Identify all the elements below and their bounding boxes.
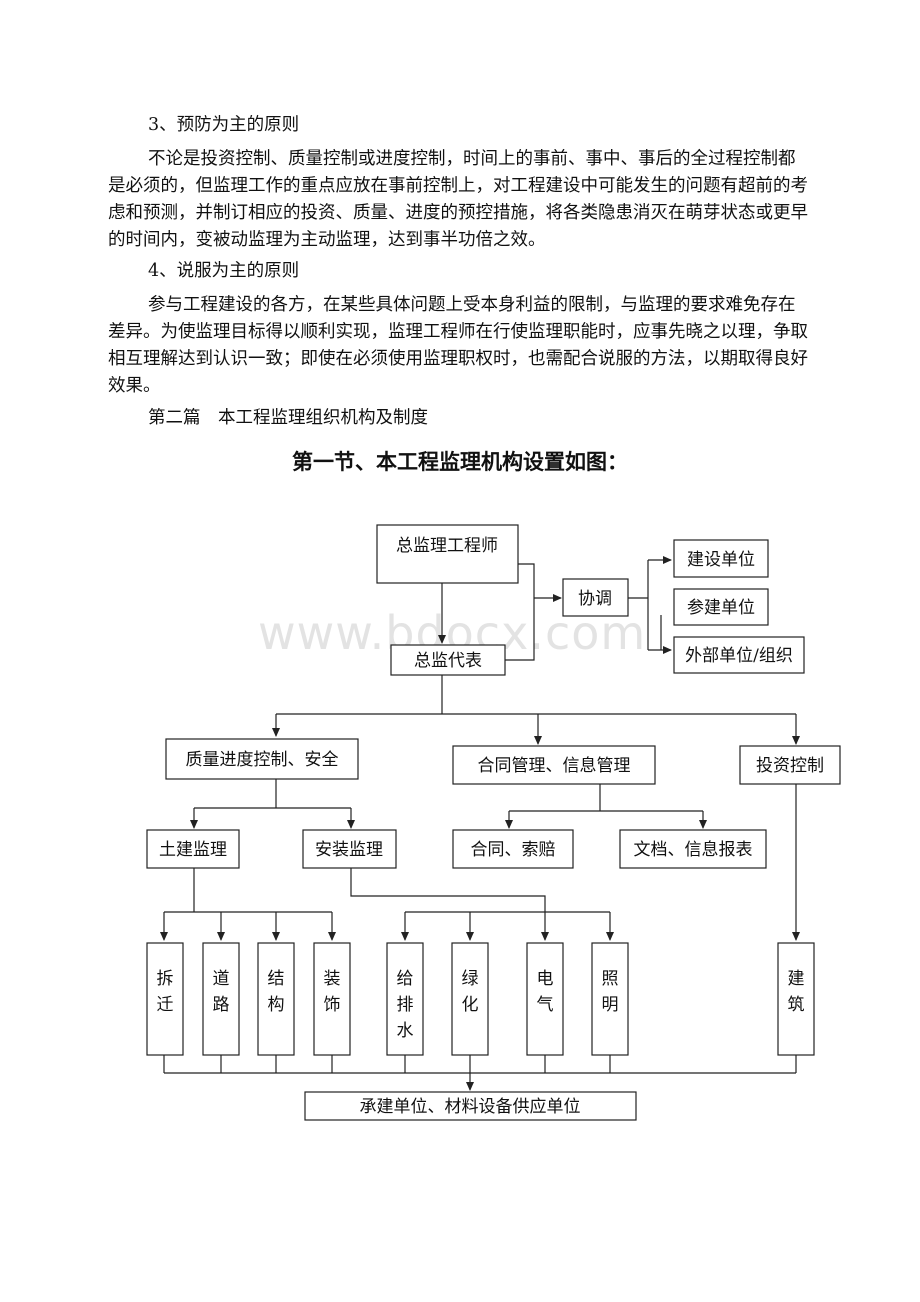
node-coordinate: 协调 [562,578,629,617]
node-building: 建 筑 [777,942,815,1056]
node-contract-claim: 合同、索赔 [452,829,574,869]
node-chief: 总监理工程师 [376,524,519,584]
node-investment-label: 投资控制 [756,756,824,776]
node-contract-info: 合同管理、信息管理 [452,745,656,785]
node-civil-label: 土建监理 [159,840,227,860]
node-investment: 投资控制 [739,745,841,785]
principle-4-body: 参与工程建设的各方，在某些具体问题上受本身利益的限制，与监理的要求难免存在差异。… [108,295,808,396]
v-char: 迁 [157,995,174,1015]
v-char: 明 [602,995,619,1015]
v-char: 构 [268,995,285,1015]
node-owner: 建设单位 [673,539,769,578]
v-char: 水 [397,1021,414,1041]
node-contractor: 承建单位、材料设备供应单位 [304,1091,637,1121]
node-lighting: 照 明 [591,942,629,1056]
node-quality: 质量进度控制、安全 [165,738,359,780]
part-two-heading: 第二篇 本工程监理组织机构及制度 [148,408,428,428]
node-contract-info-label: 合同管理、信息管理 [478,756,631,776]
v-char: 绿 [462,969,479,989]
node-deputy: 总监代表 [390,644,506,676]
node-install: 安装监理 [302,829,397,869]
v-char: 照 [602,969,619,989]
node-greening: 绿 化 [451,942,489,1056]
principle-3-body: 不论是投资控制、质量控制或进度控制，时间上的事前、事中、事后的全过程控制都是必须… [108,149,808,250]
v-char: 排 [397,995,414,1015]
v-char: 给 [397,969,414,989]
node-electric: 电 气 [526,942,564,1056]
node-external-label: 外部单位/组织 [685,646,793,666]
node-structure: 结 构 [257,942,295,1056]
v-char: 电 [537,969,554,989]
node-civil: 土建监理 [146,829,240,869]
principle-3-heading: 3、预防为主的原则 [148,115,300,135]
node-participant-label: 参建单位 [687,598,755,618]
v-char: 道 [213,969,230,989]
node-chief-label: 总监理工程师 [396,536,498,556]
node-documents: 文档、信息报表 [619,829,767,869]
node-install-label: 安装监理 [315,840,383,860]
v-char: 化 [462,995,479,1015]
node-external: 外部单位/组织 [673,636,805,674]
node-contractor-label: 承建单位、材料设备供应单位 [360,1097,581,1117]
node-participant: 参建单位 [673,588,769,626]
v-char: 筑 [788,995,805,1015]
v-char: 气 [537,995,554,1015]
node-deputy-label: 总监代表 [414,651,482,671]
node-documents-label: 文档、信息报表 [634,840,753,860]
node-water: 给 排 水 [386,942,424,1056]
section-title: 第一节、本工程监理机构设置如图： [292,450,628,474]
connectors [160,556,800,1091]
node-coordinate-label: 协调 [578,589,612,609]
principle-4-heading: 4、说服为主的原则 [148,261,300,281]
v-char: 路 [213,995,230,1015]
node-demolition: 拆 迁 [146,942,184,1056]
node-decoration: 装 饰 [313,942,351,1056]
node-owner-label: 建设单位 [687,550,755,570]
v-char: 饰 [324,995,341,1015]
v-char: 建 [788,969,805,989]
node-quality-label: 质量进度控制、安全 [186,750,339,770]
v-char: 结 [268,969,285,989]
v-char: 拆 [157,969,174,989]
v-char: 装 [324,969,341,989]
node-road: 道 路 [202,942,240,1056]
node-contract-claim-label: 合同、索赔 [471,840,556,860]
